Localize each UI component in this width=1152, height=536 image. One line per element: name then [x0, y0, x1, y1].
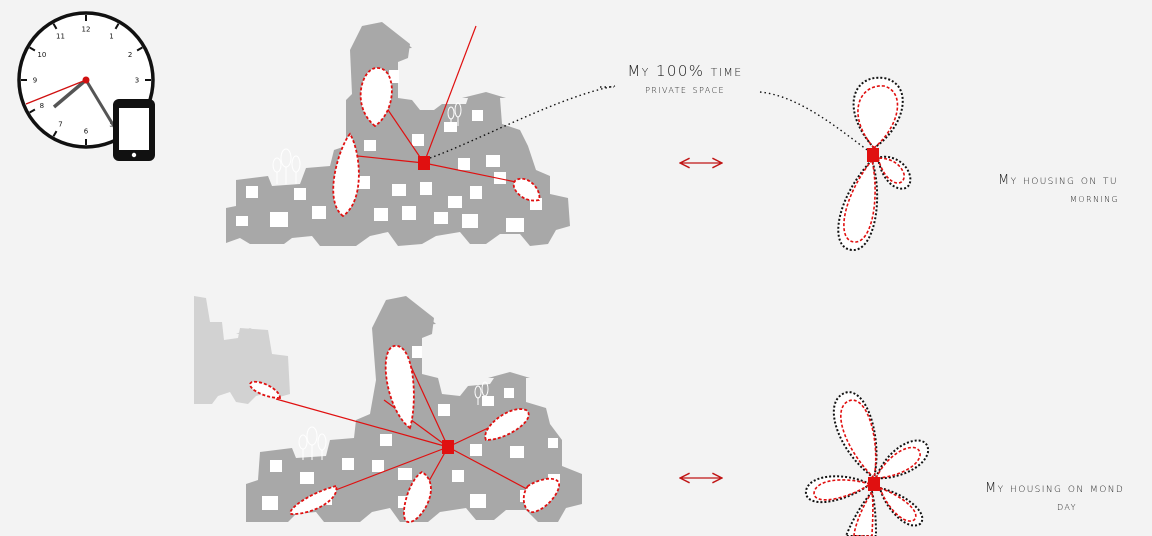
flower-diagram-icon — [837, 76, 912, 252]
private-space-marker — [442, 440, 454, 454]
clock-number: 11 — [56, 32, 65, 40]
flower-diagram-icon — [804, 390, 930, 536]
clock-tick — [52, 130, 58, 137]
monday-housing-label: My housing on mond day — [985, 480, 1124, 516]
private-space-marker — [418, 156, 430, 170]
petals-top — [332, 25, 616, 218]
smartphone-icon — [113, 99, 155, 161]
tree-icon — [272, 102, 462, 184]
building-windows — [236, 70, 542, 232]
clock-number: 7 — [58, 121, 62, 129]
label-line-2: private space — [645, 82, 725, 96]
label-line-1: My housing on tu — [998, 173, 1118, 188]
hour-hand — [52, 78, 88, 109]
petals-bottom — [249, 345, 560, 523]
clock-number: 8 — [40, 102, 44, 110]
clock-tick — [29, 108, 36, 114]
tuesday-housing-label: My housing on tu morning — [998, 172, 1119, 208]
clock-number: 12 — [82, 26, 91, 34]
clock-number: 9 — [33, 77, 37, 85]
label-line-2: morning — [1070, 192, 1120, 205]
private-space-label: My 100% time private space — [600, 62, 770, 98]
clock-number: 10 — [37, 51, 46, 59]
minute-hand — [84, 79, 120, 134]
building-faded — [194, 296, 290, 404]
building-top — [226, 22, 570, 246]
clock-number: 1 — [109, 32, 113, 40]
clock-number: 2 — [128, 51, 132, 59]
clock-tick — [29, 46, 36, 52]
label-line-1: My 100% time — [627, 62, 743, 80]
tree-icon — [298, 381, 489, 460]
clock-tick — [136, 46, 143, 52]
clock-number: 3 — [135, 77, 139, 85]
clock-number: 6 — [84, 128, 89, 136]
label-line-2: day — [1057, 500, 1077, 513]
clock-tick — [114, 23, 120, 30]
building-bottom — [246, 296, 582, 522]
label-line-1: My housing on mond — [985, 481, 1125, 496]
second-hand — [25, 79, 87, 105]
clock-tick — [52, 23, 58, 30]
